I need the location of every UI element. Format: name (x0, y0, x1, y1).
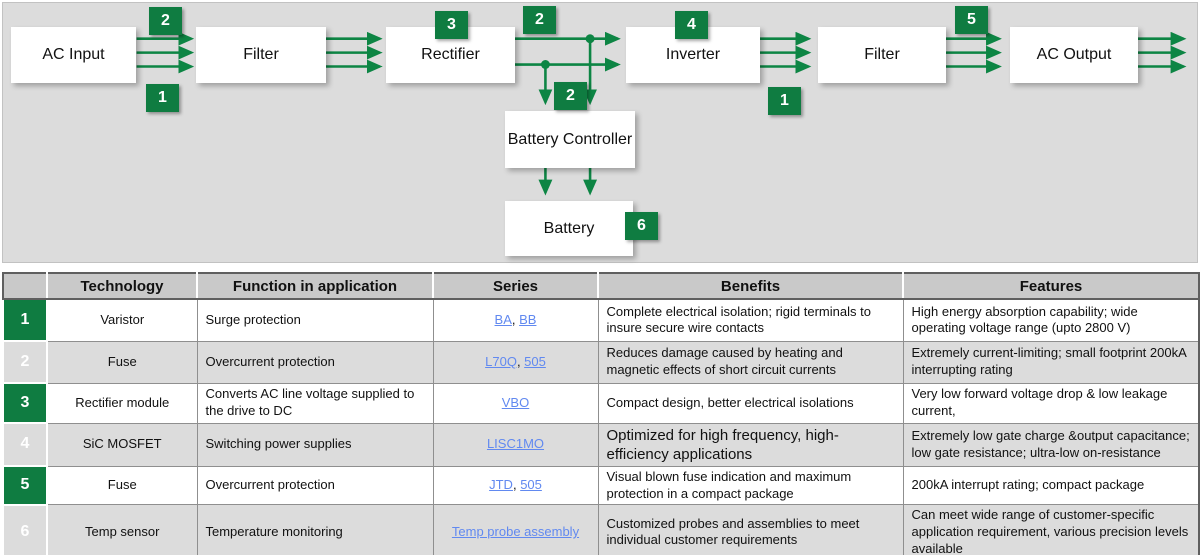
table-row: 2 Fuse Overcurrent protection L70Q, 505 … (2, 340, 1200, 384)
header-number (3, 273, 48, 300)
block-ac-input: AC Input (11, 27, 136, 83)
function-cell: Overcurrent protection (196, 340, 434, 384)
header-features: Features (903, 273, 1199, 300)
benefits-cell: Customized probes and assemblies to meet… (597, 504, 904, 555)
block-battery: Battery (505, 201, 633, 256)
benefits-cell: Visual blown fuse indication and maximum… (597, 465, 904, 506)
function-cell: Switching power supplies (196, 422, 434, 467)
function-cell: Overcurrent protection (196, 465, 434, 506)
step-badge: 2 (554, 82, 587, 110)
series-link[interactable]: LISC1MO (486, 436, 545, 452)
step-badge: 6 (625, 212, 658, 240)
series-separator: , (516, 353, 525, 369)
function-cell: Surge protection (196, 298, 434, 342)
header-function: Function in application (197, 273, 434, 300)
row-number-badge: 6 (2, 503, 48, 555)
series-link[interactable]: BA (494, 311, 512, 327)
step-badge: 2 (149, 7, 182, 35)
series-cell: VBO (432, 382, 599, 424)
technology-cell: Varistor (46, 298, 198, 342)
features-cell: Very low forward voltage drop & low leak… (902, 382, 1200, 424)
features-cell: 200kA interrupt rating; compact package (902, 465, 1200, 506)
features-cell: Extremely current-limiting; small footpr… (902, 340, 1200, 384)
block-filter-input: Filter (196, 27, 326, 83)
features-cell: Can meet wide range of customer-specific… (902, 504, 1200, 555)
features-cell: High energy absorption capability; wide … (902, 298, 1200, 342)
series-cell: BA, BB (432, 298, 599, 342)
header-technology: Technology (47, 273, 198, 300)
technology-cell: Fuse (46, 340, 198, 384)
step-badge: 1 (146, 84, 179, 112)
table-row: 1 Varistor Surge protection BA, BB Compl… (2, 298, 1200, 342)
series-link[interactable]: 505 (520, 477, 542, 493)
table-row: 4 SiC MOSFET Switching power supplies LI… (2, 421, 1200, 468)
junction-dots (540, 34, 595, 69)
technology-cell: Temp sensor (46, 504, 198, 555)
technology-cell: Fuse (46, 465, 198, 506)
series-link[interactable]: Temp probe assembly (451, 524, 580, 540)
technology-table: Technology Function in application Serie… (2, 272, 1200, 555)
series-link[interactable]: JTD (489, 477, 513, 493)
benefits-cell: Compact design, better electrical isolat… (597, 382, 904, 424)
row-number-badge: 2 (2, 340, 48, 384)
series-cell: LISC1MO (432, 422, 599, 467)
series-cell: JTD, 505 (432, 465, 599, 506)
table-header-row: Technology Function in application Serie… (3, 273, 1199, 300)
series-link[interactable]: 505 (524, 353, 546, 369)
series-link[interactable]: BB (519, 311, 537, 327)
series-separator: , (511, 311, 520, 327)
block-battery-controller: Battery Controller (505, 111, 635, 168)
series-link[interactable]: L70Q (485, 353, 517, 369)
step-badge: 1 (768, 87, 801, 115)
row-number-badge: 1 (2, 298, 48, 342)
step-badge: 4 (675, 11, 708, 39)
technology-cell: Rectifier module (46, 382, 198, 424)
technology-cell: SiC MOSFET (46, 422, 198, 467)
benefits-cell: Optimized for high frequency, high-effic… (597, 422, 904, 467)
header-benefits: Benefits (598, 273, 904, 300)
table-row: 5 Fuse Overcurrent protection JTD, 505 V… (2, 465, 1200, 506)
flow-arrows (136, 31, 1187, 196)
table-row: 6 Temp sensor Temperature monitoring Tem… (2, 503, 1200, 555)
block-ac-output: AC Output (1010, 27, 1138, 83)
row-number-badge: 4 (2, 421, 48, 468)
header-series: Series (433, 273, 599, 300)
benefits-cell: Reduces damage caused by heating and mag… (597, 340, 904, 384)
block-filter-output: Filter (818, 27, 946, 83)
row-number-badge: 3 (2, 382, 48, 424)
function-cell: Converts AC line voltage supplied to the… (196, 382, 434, 424)
table-row: 3 Rectifier module Converts AC line volt… (2, 382, 1200, 424)
power-flow-diagram: AC Input Filter Rectifier Inverter Filte… (2, 2, 1198, 263)
step-badge: 3 (435, 11, 468, 39)
step-badge: 2 (523, 6, 556, 34)
series-link[interactable]: VBO (501, 394, 530, 410)
function-cell: Temperature monitoring (196, 504, 434, 555)
row-number-badge: 5 (2, 465, 48, 506)
series-cell: Temp probe assembly (432, 504, 599, 555)
step-badge: 5 (955, 6, 988, 34)
benefits-cell: Complete electrical isolation; rigid ter… (597, 298, 904, 342)
series-separator: , (512, 477, 521, 493)
features-cell: Extremely low gate charge &output capaci… (902, 422, 1200, 467)
series-cell: L70Q, 505 (432, 340, 599, 384)
